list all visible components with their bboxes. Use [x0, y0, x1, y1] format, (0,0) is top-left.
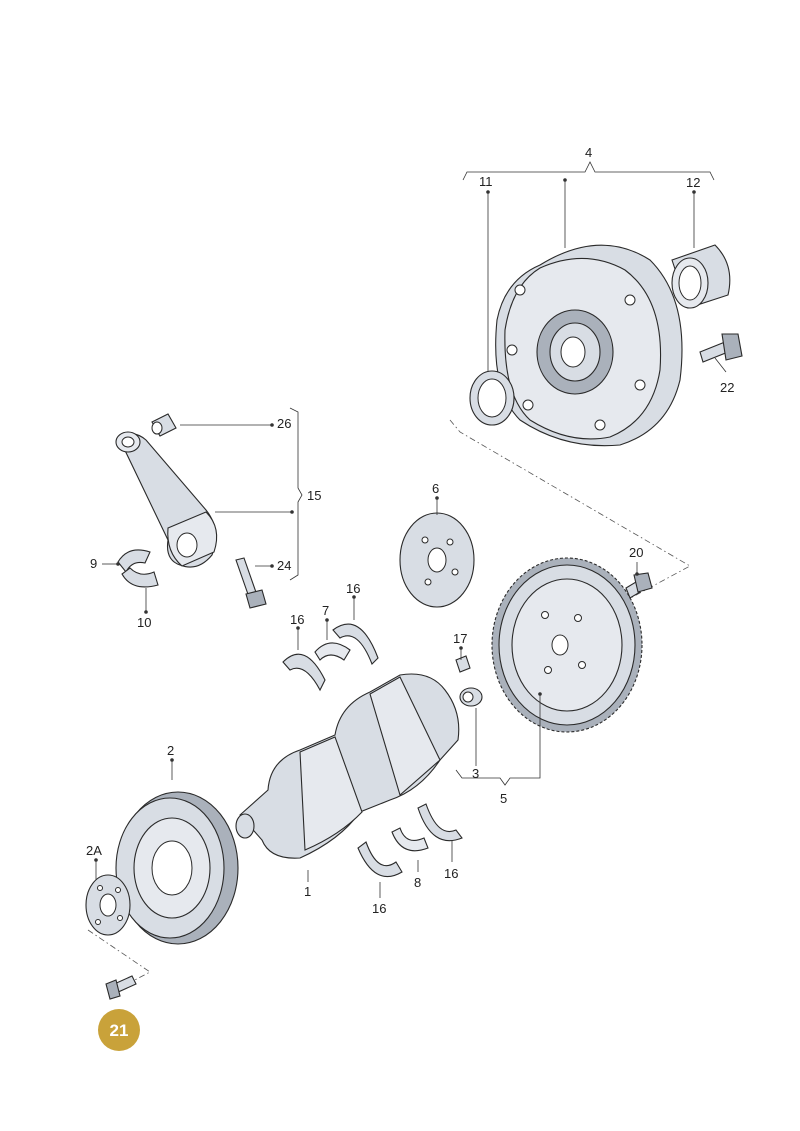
- part-16-thrust-washer-lower-right: [417, 803, 463, 842]
- part-4-assembly: [495, 244, 683, 447]
- leader-arrowheads: [94, 178, 696, 862]
- part-1-crankshaft: [235, 673, 460, 859]
- part-21-pulley-bolt: [105, 975, 137, 1000]
- label-part-3: 3: [472, 766, 479, 781]
- part-7-bearing-shell: [314, 642, 351, 661]
- label-part-6: 6: [432, 481, 439, 496]
- label-part-16-lower-right: 16: [444, 866, 458, 881]
- part-labels: 4 11 12 22 26 15 24 9 10 16 7 16 6 20 17…: [86, 145, 734, 916]
- label-part-16-upper-right: 16: [346, 581, 360, 596]
- part-9-bearing-shell: [117, 549, 151, 574]
- label-part-22: 22: [720, 380, 734, 395]
- label-part-16-lower-left: 16: [372, 901, 386, 916]
- part-5-flywheel: [491, 557, 643, 733]
- part-15-connecting-rod: [115, 431, 218, 568]
- label-part-1: 1: [304, 884, 311, 899]
- label-part-16-upper-left: 16: [290, 612, 304, 627]
- label-part-24: 24: [277, 558, 291, 573]
- diagram-number-badge: 21: [98, 1009, 140, 1051]
- part-6-drive-plate: [399, 512, 475, 608]
- part-12-needle-bearing: [671, 244, 731, 309]
- label-part-11: 11: [479, 174, 493, 189]
- label-part-12: 12: [686, 175, 700, 190]
- label-part-5: 5: [500, 791, 507, 806]
- label-part-20: 20: [629, 545, 643, 560]
- part-26-bush: [151, 413, 177, 437]
- part-16-thrust-washer-upper-right: [332, 623, 379, 665]
- label-part-9: 9: [90, 556, 97, 571]
- part-16-thrust-washer-lower-left: [357, 841, 403, 877]
- part-11-seal-ring: [469, 370, 515, 426]
- part-3-pilot-bush: [459, 687, 483, 707]
- label-part-15: 15: [307, 488, 321, 503]
- label-part-4: 4: [585, 145, 592, 160]
- part-2a-washer: [85, 874, 131, 936]
- part-17-dowel-pin: [455, 655, 471, 673]
- part-22-bolt: [699, 333, 743, 363]
- part-16-thrust-washer-upper-left: [282, 653, 326, 692]
- label-part-8: 8: [414, 875, 421, 890]
- leader-lines: [95, 161, 727, 898]
- part-8-bearing-shell: [391, 827, 429, 852]
- badge-number: 21: [110, 1021, 129, 1040]
- part-2-pulley: [115, 791, 239, 945]
- label-part-17: 17: [453, 631, 467, 646]
- label-part-7: 7: [322, 603, 329, 618]
- label-part-10: 10: [137, 615, 151, 630]
- label-part-26: 26: [277, 416, 291, 431]
- part-20-flywheel-bolt: [625, 572, 653, 599]
- part-24-rod-bolt: [235, 557, 267, 609]
- part-10-bearing-shell: [121, 567, 159, 588]
- label-part-2a: 2A: [86, 843, 102, 858]
- label-part-2: 2: [167, 743, 174, 758]
